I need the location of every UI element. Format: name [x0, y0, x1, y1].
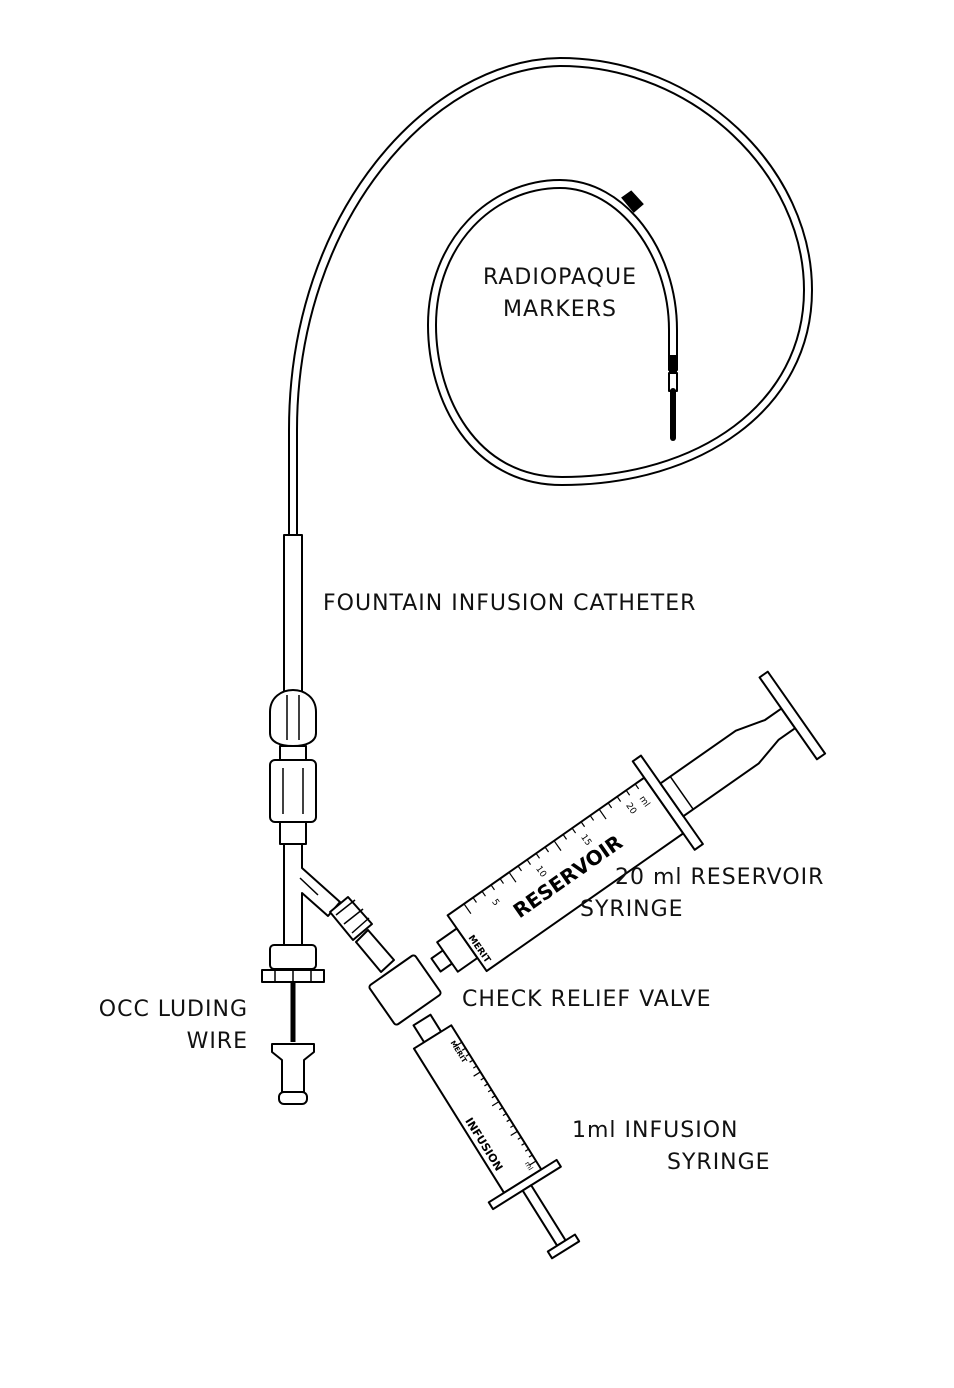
check-relief-valve-label: CHECK RELIEF VALVE	[462, 984, 712, 1016]
rotating-adapter	[270, 760, 316, 822]
occluding-wire-handle-base	[279, 1092, 307, 1104]
hemostasis-valve	[270, 945, 316, 969]
radiopaque-marker-lower	[669, 355, 677, 373]
radiopaque-label-line2: MARKERS	[440, 294, 680, 326]
extension-tubing	[356, 930, 394, 972]
reservoir-label-line2: SYRINGE	[580, 894, 824, 926]
infusion-label-line1: 1ml INFUSION	[572, 1115, 771, 1147]
occluding-wire-label: OCC LUDING WIRE	[90, 994, 248, 1058]
infusion-syringe: MERIT INFUSION ml	[388, 999, 599, 1271]
adapter-nose	[280, 822, 306, 844]
infusion-syringe-label: 1ml INFUSION SYRINGE	[572, 1115, 771, 1179]
y-connector	[284, 844, 340, 945]
catheter-label: FOUNTAIN INFUSION CATHETER	[323, 588, 696, 620]
reservoir-syringe-label: 20 ml RESERVOIR SYRINGE	[580, 862, 824, 926]
catheter-hub	[270, 690, 316, 746]
occluding-label-line1: OCC LUDING	[90, 994, 248, 1026]
reservoir-syringe: MERIT RESERVOIR 5 10 15 20 ml	[405, 668, 827, 1009]
infusion-label-line2: SYRINGE	[572, 1147, 771, 1179]
reservoir-label-line1: 20 ml RESERVOIR	[580, 862, 824, 894]
occluding-wire-handle	[272, 1044, 314, 1092]
radiopaque-markers-label: RADIOPAQUE MARKERS	[440, 262, 680, 326]
occluding-label-line2: WIRE	[90, 1026, 248, 1058]
radiopaque-label-line1: RADIOPAQUE	[440, 262, 680, 294]
hub-collar	[280, 746, 306, 760]
catheter-sheath	[284, 535, 302, 695]
